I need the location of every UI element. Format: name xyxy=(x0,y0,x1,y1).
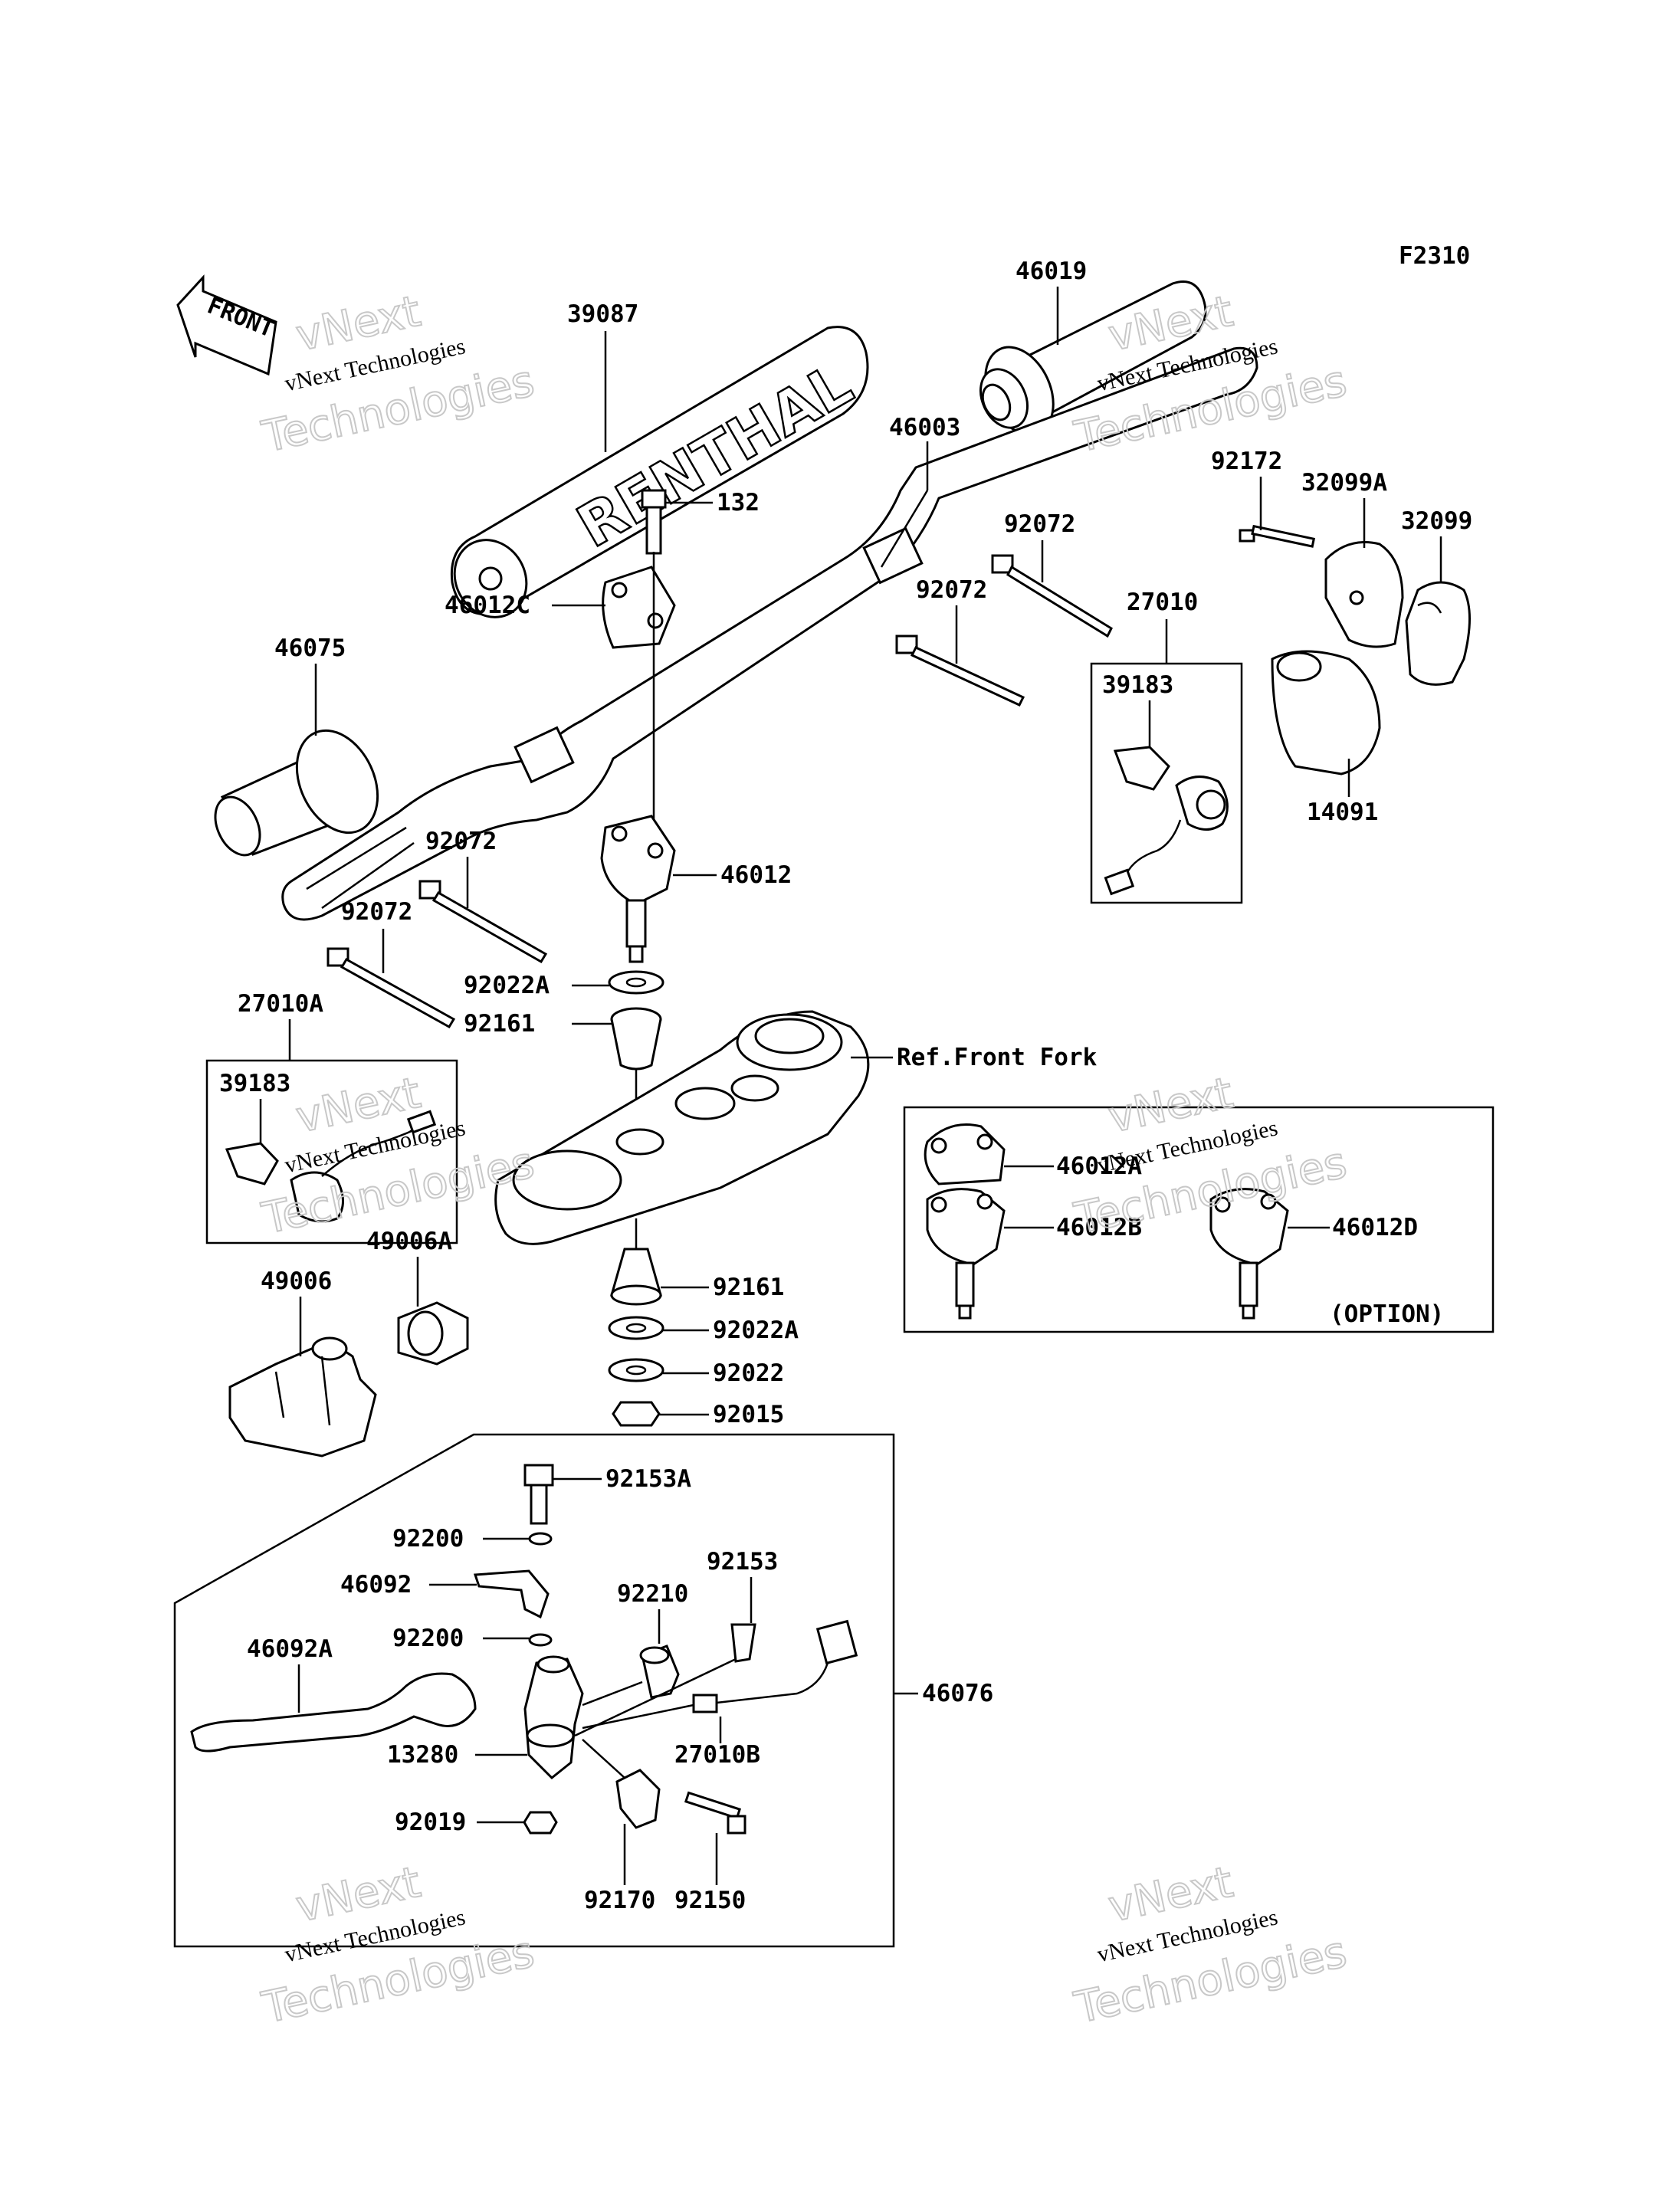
bolt-92150 xyxy=(684,1791,746,1835)
cable-tie-lower-1 xyxy=(418,880,548,964)
clamp-46012a xyxy=(924,1123,1006,1185)
throttle-housing-32099 xyxy=(1405,581,1471,686)
ref-front-fork: Ref.Front Fork xyxy=(897,1044,1098,1071)
label-46012: 46012 xyxy=(720,861,792,889)
label-92170: 92170 xyxy=(584,1887,655,1914)
label-92072-c: 92072 xyxy=(425,828,497,855)
clutch-lever-box xyxy=(173,1433,895,1948)
switch-box-27010a xyxy=(205,1059,458,1244)
label-46012A: 46012A xyxy=(1056,1153,1142,1180)
pad-brand-text: RENTHAL xyxy=(566,349,863,560)
label-92150: 92150 xyxy=(674,1887,746,1914)
label-92072-d: 92072 xyxy=(341,898,412,926)
label-92172: 92172 xyxy=(1211,448,1282,475)
bolt-92153a xyxy=(523,1464,554,1525)
throttle-cover-14091 xyxy=(1271,650,1381,776)
label-92210: 92210 xyxy=(617,1580,688,1608)
left-grip xyxy=(214,729,379,857)
label-27010: 27010 xyxy=(1127,589,1198,616)
label-39183-a: 39183 xyxy=(1102,671,1173,699)
label-32099: 32099 xyxy=(1401,507,1472,535)
label-92022A-a: 92022A xyxy=(464,972,550,999)
label-46076: 46076 xyxy=(922,1680,993,1707)
lever-46092a xyxy=(190,1672,477,1753)
label-13280: 13280 xyxy=(387,1741,458,1769)
option-box xyxy=(903,1106,1495,1333)
label-92072-a: 92072 xyxy=(1004,510,1075,538)
label-27010A: 27010A xyxy=(238,990,323,1018)
label-92019: 92019 xyxy=(395,1808,466,1836)
label-92161-a: 92161 xyxy=(464,1010,535,1038)
screw-92153 xyxy=(730,1623,756,1663)
watermark-4: vNext vNext Technologies Technologies xyxy=(1069,1067,1351,1245)
lever-holder-46092 xyxy=(473,1569,550,1619)
label-39087: 39087 xyxy=(567,300,638,328)
label-46092A: 46092A xyxy=(247,1635,333,1663)
label-46012D: 46012D xyxy=(1332,1214,1418,1241)
label-46019: 46019 xyxy=(1016,257,1087,285)
nut-92019 xyxy=(523,1811,558,1835)
riser-46012b xyxy=(926,1188,1006,1320)
label-46075: 46075 xyxy=(274,635,346,662)
cable-tie-upper-right xyxy=(991,554,1113,638)
kill-switch-assembly xyxy=(1104,746,1229,896)
label-92200-a: 92200 xyxy=(392,1525,464,1553)
watermark-1: vNext vNext Technologies Technologies xyxy=(257,286,539,464)
figure-code: F2310 xyxy=(1399,242,1470,270)
clamp-92170 xyxy=(615,1769,661,1829)
bolt-132 xyxy=(641,489,667,555)
kill-switch-assembly-left xyxy=(225,1110,437,1223)
label-92072-b: 92072 xyxy=(916,576,987,604)
bolt-92172 xyxy=(1239,524,1316,548)
cable-tie-upper-mid xyxy=(895,635,1025,707)
riser-46012d xyxy=(1209,1188,1289,1320)
washer-92200-lower xyxy=(528,1633,553,1647)
clamp-46012c xyxy=(602,566,676,649)
washer-92022a-upper xyxy=(608,970,664,995)
label-92153A: 92153A xyxy=(605,1465,691,1493)
cable-tie-lower-2 xyxy=(326,947,456,1029)
label-92153: 92153 xyxy=(707,1548,778,1576)
label-27010B: 27010B xyxy=(674,1741,760,1769)
clutch-perch-13280 xyxy=(523,1655,584,1780)
riser-46012 xyxy=(600,815,676,963)
label-46003: 46003 xyxy=(889,414,960,441)
label-49006A: 49006A xyxy=(366,1228,452,1255)
adjuster-92210 xyxy=(639,1644,680,1699)
label-14091: 14091 xyxy=(1307,798,1378,826)
front-arrow: FRONT xyxy=(176,274,277,376)
label-92015: 92015 xyxy=(713,1401,784,1428)
label-92200-b: 92200 xyxy=(392,1625,464,1652)
switch-27010b xyxy=(692,1619,858,1713)
label-92022A-b: 92022A xyxy=(713,1317,799,1344)
label-92022: 92022 xyxy=(713,1359,784,1387)
option-label: (OPTION) xyxy=(1330,1300,1444,1328)
throttle-housing-32099a xyxy=(1324,541,1404,648)
label-132: 132 xyxy=(717,489,760,516)
triple-clamp xyxy=(494,1010,870,1245)
throttle-grip xyxy=(979,280,1207,436)
rubber-damper-upper xyxy=(610,1007,662,1071)
fork-guide-nut-49006a xyxy=(397,1301,469,1366)
label-46012C: 46012C xyxy=(445,592,530,619)
label-46092: 46092 xyxy=(340,1571,412,1599)
washer-92022 xyxy=(608,1358,664,1382)
label-32099A: 32099A xyxy=(1301,469,1387,497)
label-92161-b: 92161 xyxy=(713,1274,784,1301)
label-46012B: 46012B xyxy=(1056,1214,1142,1241)
guard-49006 xyxy=(228,1336,377,1458)
handlebar xyxy=(281,346,1258,921)
washer-92022a-lower xyxy=(608,1316,664,1340)
label-49006: 49006 xyxy=(261,1267,332,1295)
watermark-6: vNext vNext Technologies Technologies xyxy=(1069,1857,1351,2035)
washer-92200-upper xyxy=(528,1532,553,1546)
nut-92015 xyxy=(612,1401,661,1427)
label-39183-b: 39183 xyxy=(219,1070,290,1097)
rubber-damper-lower xyxy=(610,1248,662,1306)
watermark-5: vNext vNext Technologies Technologies xyxy=(257,1857,539,2035)
